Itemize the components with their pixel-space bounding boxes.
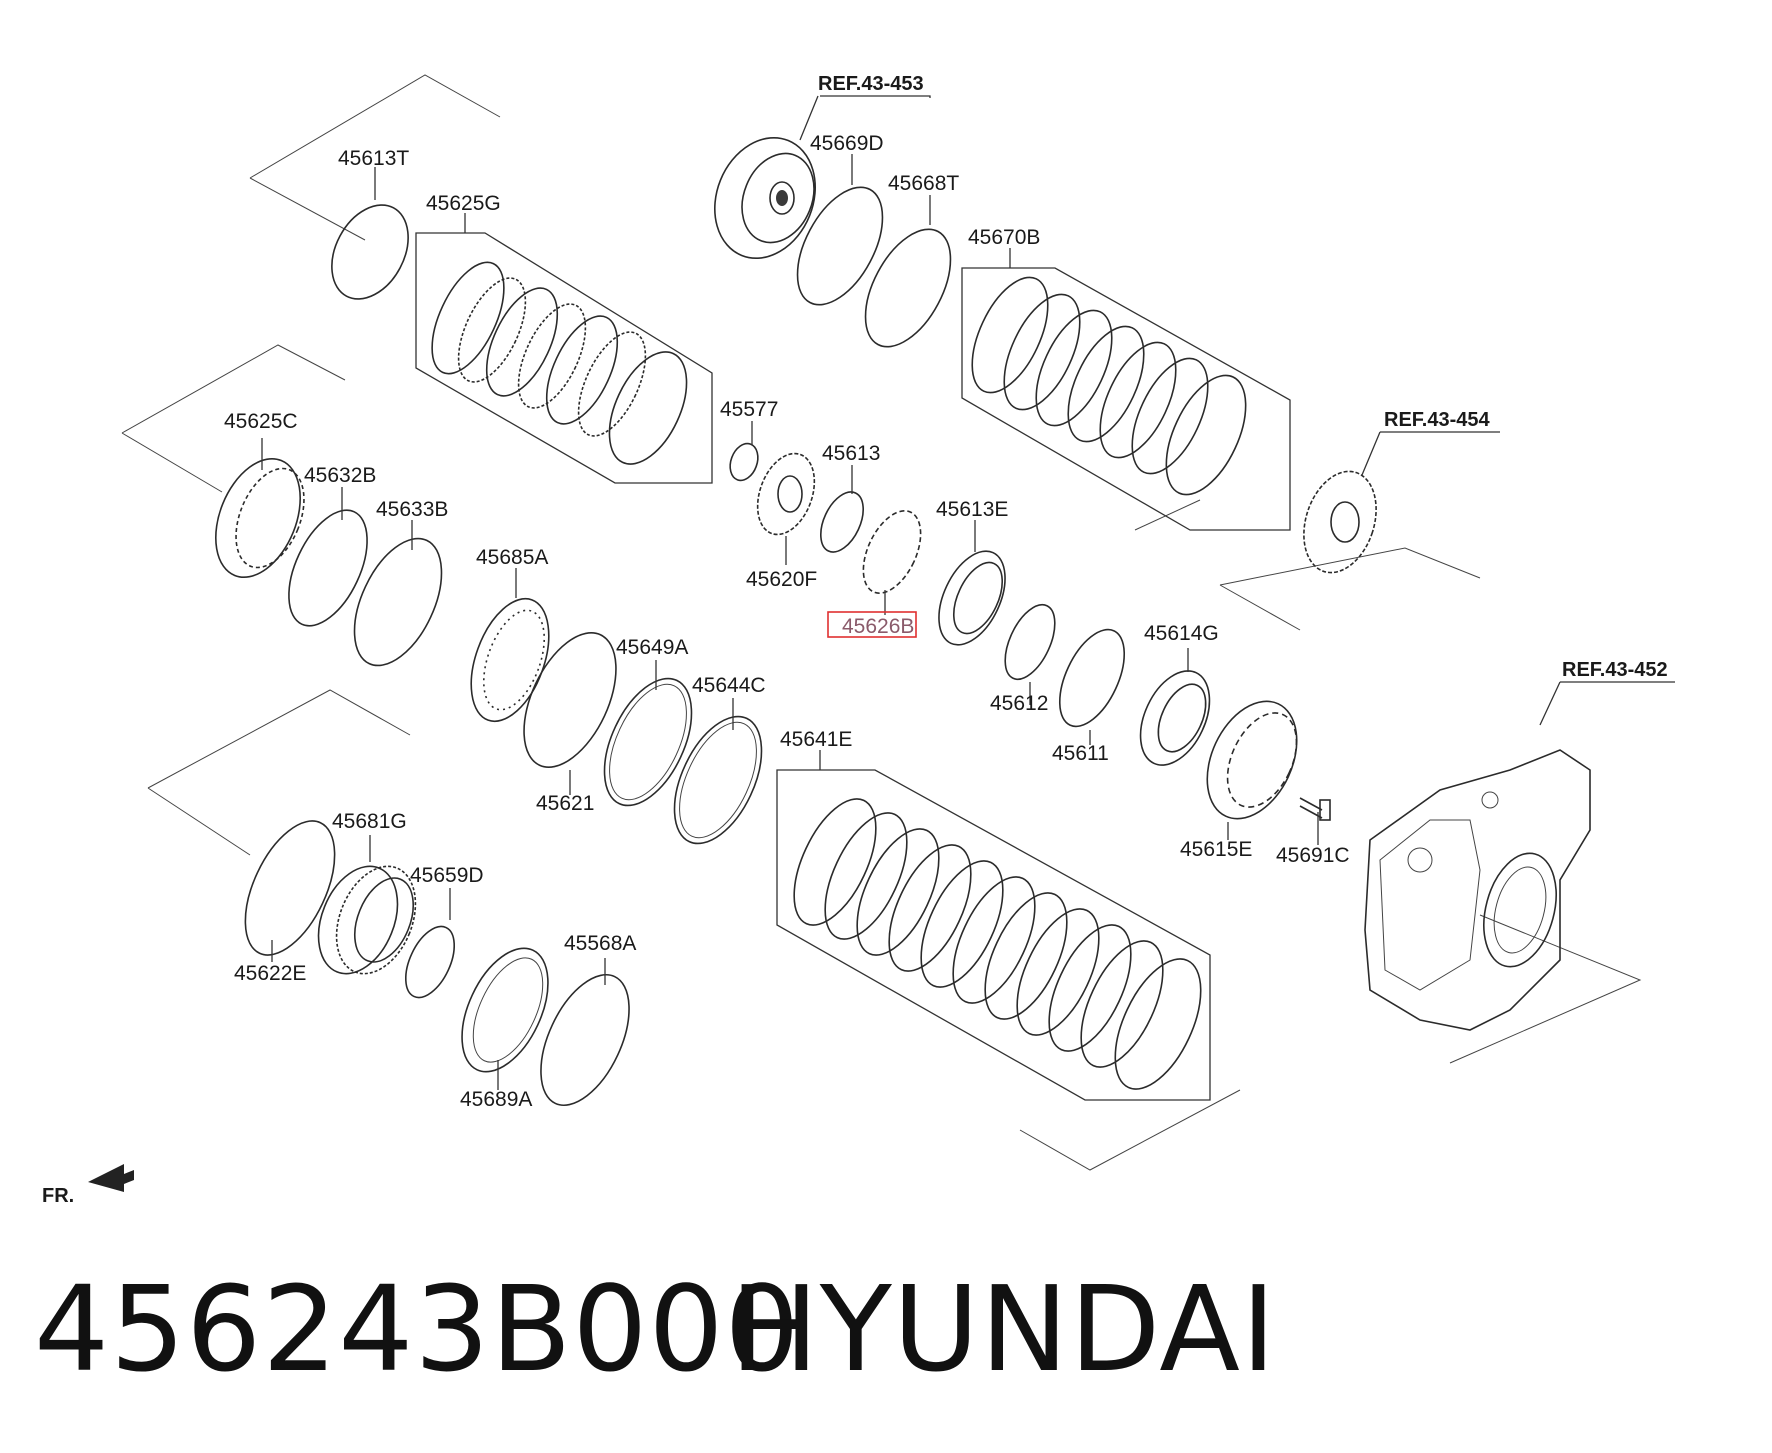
group-boundaries (121, 74, 1642, 1171)
part-label[interactable]: 45625G (426, 192, 501, 215)
part-45641E-clutch-pack (793, 798, 1202, 1090)
part-45613T-snap-ring (331, 204, 409, 300)
part-label[interactable]: 45685A (476, 546, 548, 569)
highlight-box (827, 611, 917, 638)
part-label[interactable]: 45669D (810, 132, 884, 155)
part-label[interactable]: 45611 (1052, 742, 1109, 765)
part-45669D-pump-housing (713, 136, 817, 260)
part-45614G-piston (1139, 670, 1211, 766)
group-box-45625G (415, 232, 713, 484)
part-45620F-gear (756, 452, 816, 536)
part-45577-small-ring (729, 442, 759, 482)
part-45626B-bearing (862, 510, 922, 594)
part-45691C-bolt (1299, 797, 1331, 821)
part-label[interactable]: 45577 (720, 398, 778, 421)
part-label[interactable]: 45644C (692, 674, 766, 697)
reference-labels: REF.43-453 REF.43-454 REF.43-452 (818, 73, 1668, 681)
part-label[interactable]: 45670B (968, 226, 1040, 249)
part-45689A-plate (461, 947, 549, 1073)
part-45681G-drum (317, 865, 417, 975)
footer-part-number: 456243B000 (34, 1260, 801, 1398)
ref-label-43-452[interactable]: REF.43-452 (1562, 659, 1668, 681)
part-label[interactable]: 45632B (304, 464, 376, 487)
part-label[interactable]: 45613E (936, 498, 1008, 521)
part-label[interactable]: 45641E (780, 728, 852, 751)
front-indicator-label: FR. (42, 1185, 74, 1207)
part-label[interactable]: 45659D (410, 864, 484, 887)
group-box-45670B (961, 267, 1291, 531)
part-ref-43-454-gear (1303, 470, 1377, 574)
part-45668T-ring (796, 186, 884, 306)
part-label[interactable]: 45625C (224, 410, 298, 433)
part-label[interactable]: 45568A (564, 932, 636, 955)
part-label[interactable]: 45612 (990, 692, 1048, 715)
part-45649A-plate (603, 677, 693, 807)
part-45632B-ring (288, 509, 368, 627)
ref-label-43-453[interactable]: REF.43-453 (818, 73, 924, 95)
part-labels: 45613T 45625G 45669D 45668T 45670B 45625… (224, 132, 1350, 1111)
part-45625G-clutch-pack (431, 261, 688, 465)
part-45612-ring (1004, 603, 1056, 681)
part-45633B-ring (353, 537, 443, 667)
part-label[interactable]: 45613 (822, 442, 880, 465)
leader-lines (261, 95, 1675, 1090)
part-transmission-case (1364, 749, 1591, 1031)
group-box-45641E (776, 769, 1211, 1101)
part-45613-snap-ring (820, 491, 864, 553)
part-45568A-snap-ring (540, 973, 630, 1107)
part-45685A-piston (470, 597, 550, 723)
part-45625C-drum (215, 457, 305, 579)
part-45613E-retainer (938, 550, 1006, 646)
part-45621-snap-ring (523, 631, 617, 769)
part-45644C-plate (673, 715, 763, 845)
part-label[interactable]: 45621 (536, 792, 594, 815)
part-45669D-ring (864, 228, 952, 348)
part-45670B-clutch-pack (971, 276, 1247, 496)
part-label[interactable]: 45691C (1276, 844, 1350, 867)
part-label[interactable]: 45668T (888, 172, 959, 195)
part-label[interactable]: 45613T (338, 147, 409, 170)
part-label[interactable]: 45689A (460, 1088, 532, 1111)
part-45611-ring (1058, 628, 1126, 728)
footer-brand: HYUNDAI (730, 1260, 1277, 1398)
part-label-highlighted[interactable]: 45626B (842, 615, 914, 638)
part-label[interactable]: 45681G (332, 810, 407, 833)
part-45659D-snap-ring (404, 925, 456, 999)
part-45622E-snap-ring (244, 820, 336, 956)
part-label[interactable]: 45649A (616, 636, 688, 659)
part-label[interactable]: 45633B (376, 498, 448, 521)
front-arrow-icon (88, 1164, 134, 1192)
part-label[interactable]: 45614G (1144, 622, 1219, 645)
part-label[interactable]: 45615E (1180, 838, 1252, 861)
part-45615E-retainer (1206, 700, 1298, 820)
part-label[interactable]: 45622E (234, 962, 306, 985)
part-label[interactable]: 45620F (746, 568, 817, 591)
ref-label-43-454[interactable]: REF.43-454 (1384, 409, 1490, 431)
